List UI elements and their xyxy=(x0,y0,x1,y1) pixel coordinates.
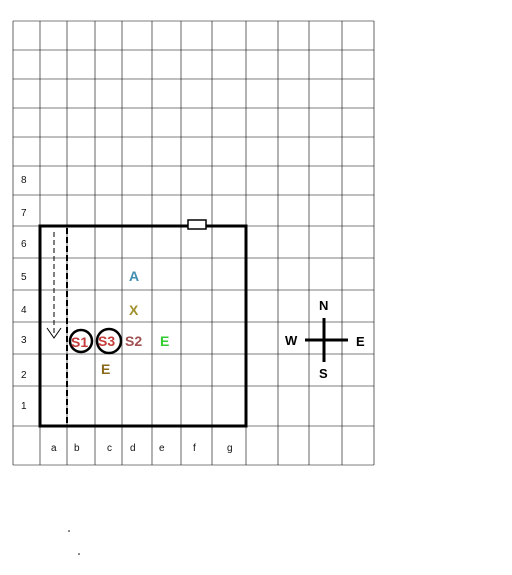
compass-w: W xyxy=(285,333,298,348)
compass-s: S xyxy=(319,366,328,381)
piece-s3: S3 xyxy=(98,333,115,349)
row-label-4: 4 xyxy=(21,305,27,316)
row-label-1: 1 xyxy=(21,401,27,412)
grid-lines xyxy=(12,20,375,466)
piece-e-green: E xyxy=(160,333,169,349)
compass-n: N xyxy=(319,298,328,313)
col-label-d: d xyxy=(130,443,136,454)
speck-2 xyxy=(78,553,80,555)
s1-ring xyxy=(68,328,94,354)
col-label-f: f xyxy=(193,443,196,454)
row-label-6: 6 xyxy=(21,239,27,250)
col-label-b: b xyxy=(74,443,80,454)
col-label-e: e xyxy=(159,443,165,454)
col-label-c: c xyxy=(107,443,112,454)
row-label-8: 8 xyxy=(21,175,27,186)
speck-1 xyxy=(68,530,70,532)
piece-s2: S2 xyxy=(125,333,142,349)
piece-e-brown: E xyxy=(101,361,110,377)
field-boundary xyxy=(38,224,248,428)
compass-e: E xyxy=(356,334,365,349)
piece-x: X xyxy=(129,302,139,318)
row-label-5: 5 xyxy=(21,272,27,283)
col-label-g: g xyxy=(227,443,233,454)
piece-a: A xyxy=(129,268,139,284)
row-label-7: 7 xyxy=(21,208,27,219)
piece-s1: S1 xyxy=(71,334,88,350)
s3-ring xyxy=(95,327,123,355)
movement-arrowhead xyxy=(46,327,62,339)
row-label-2: 2 xyxy=(21,370,27,381)
row-label-3: 3 xyxy=(21,335,27,346)
goal-marker xyxy=(187,219,207,230)
col-label-a: a xyxy=(51,443,57,454)
